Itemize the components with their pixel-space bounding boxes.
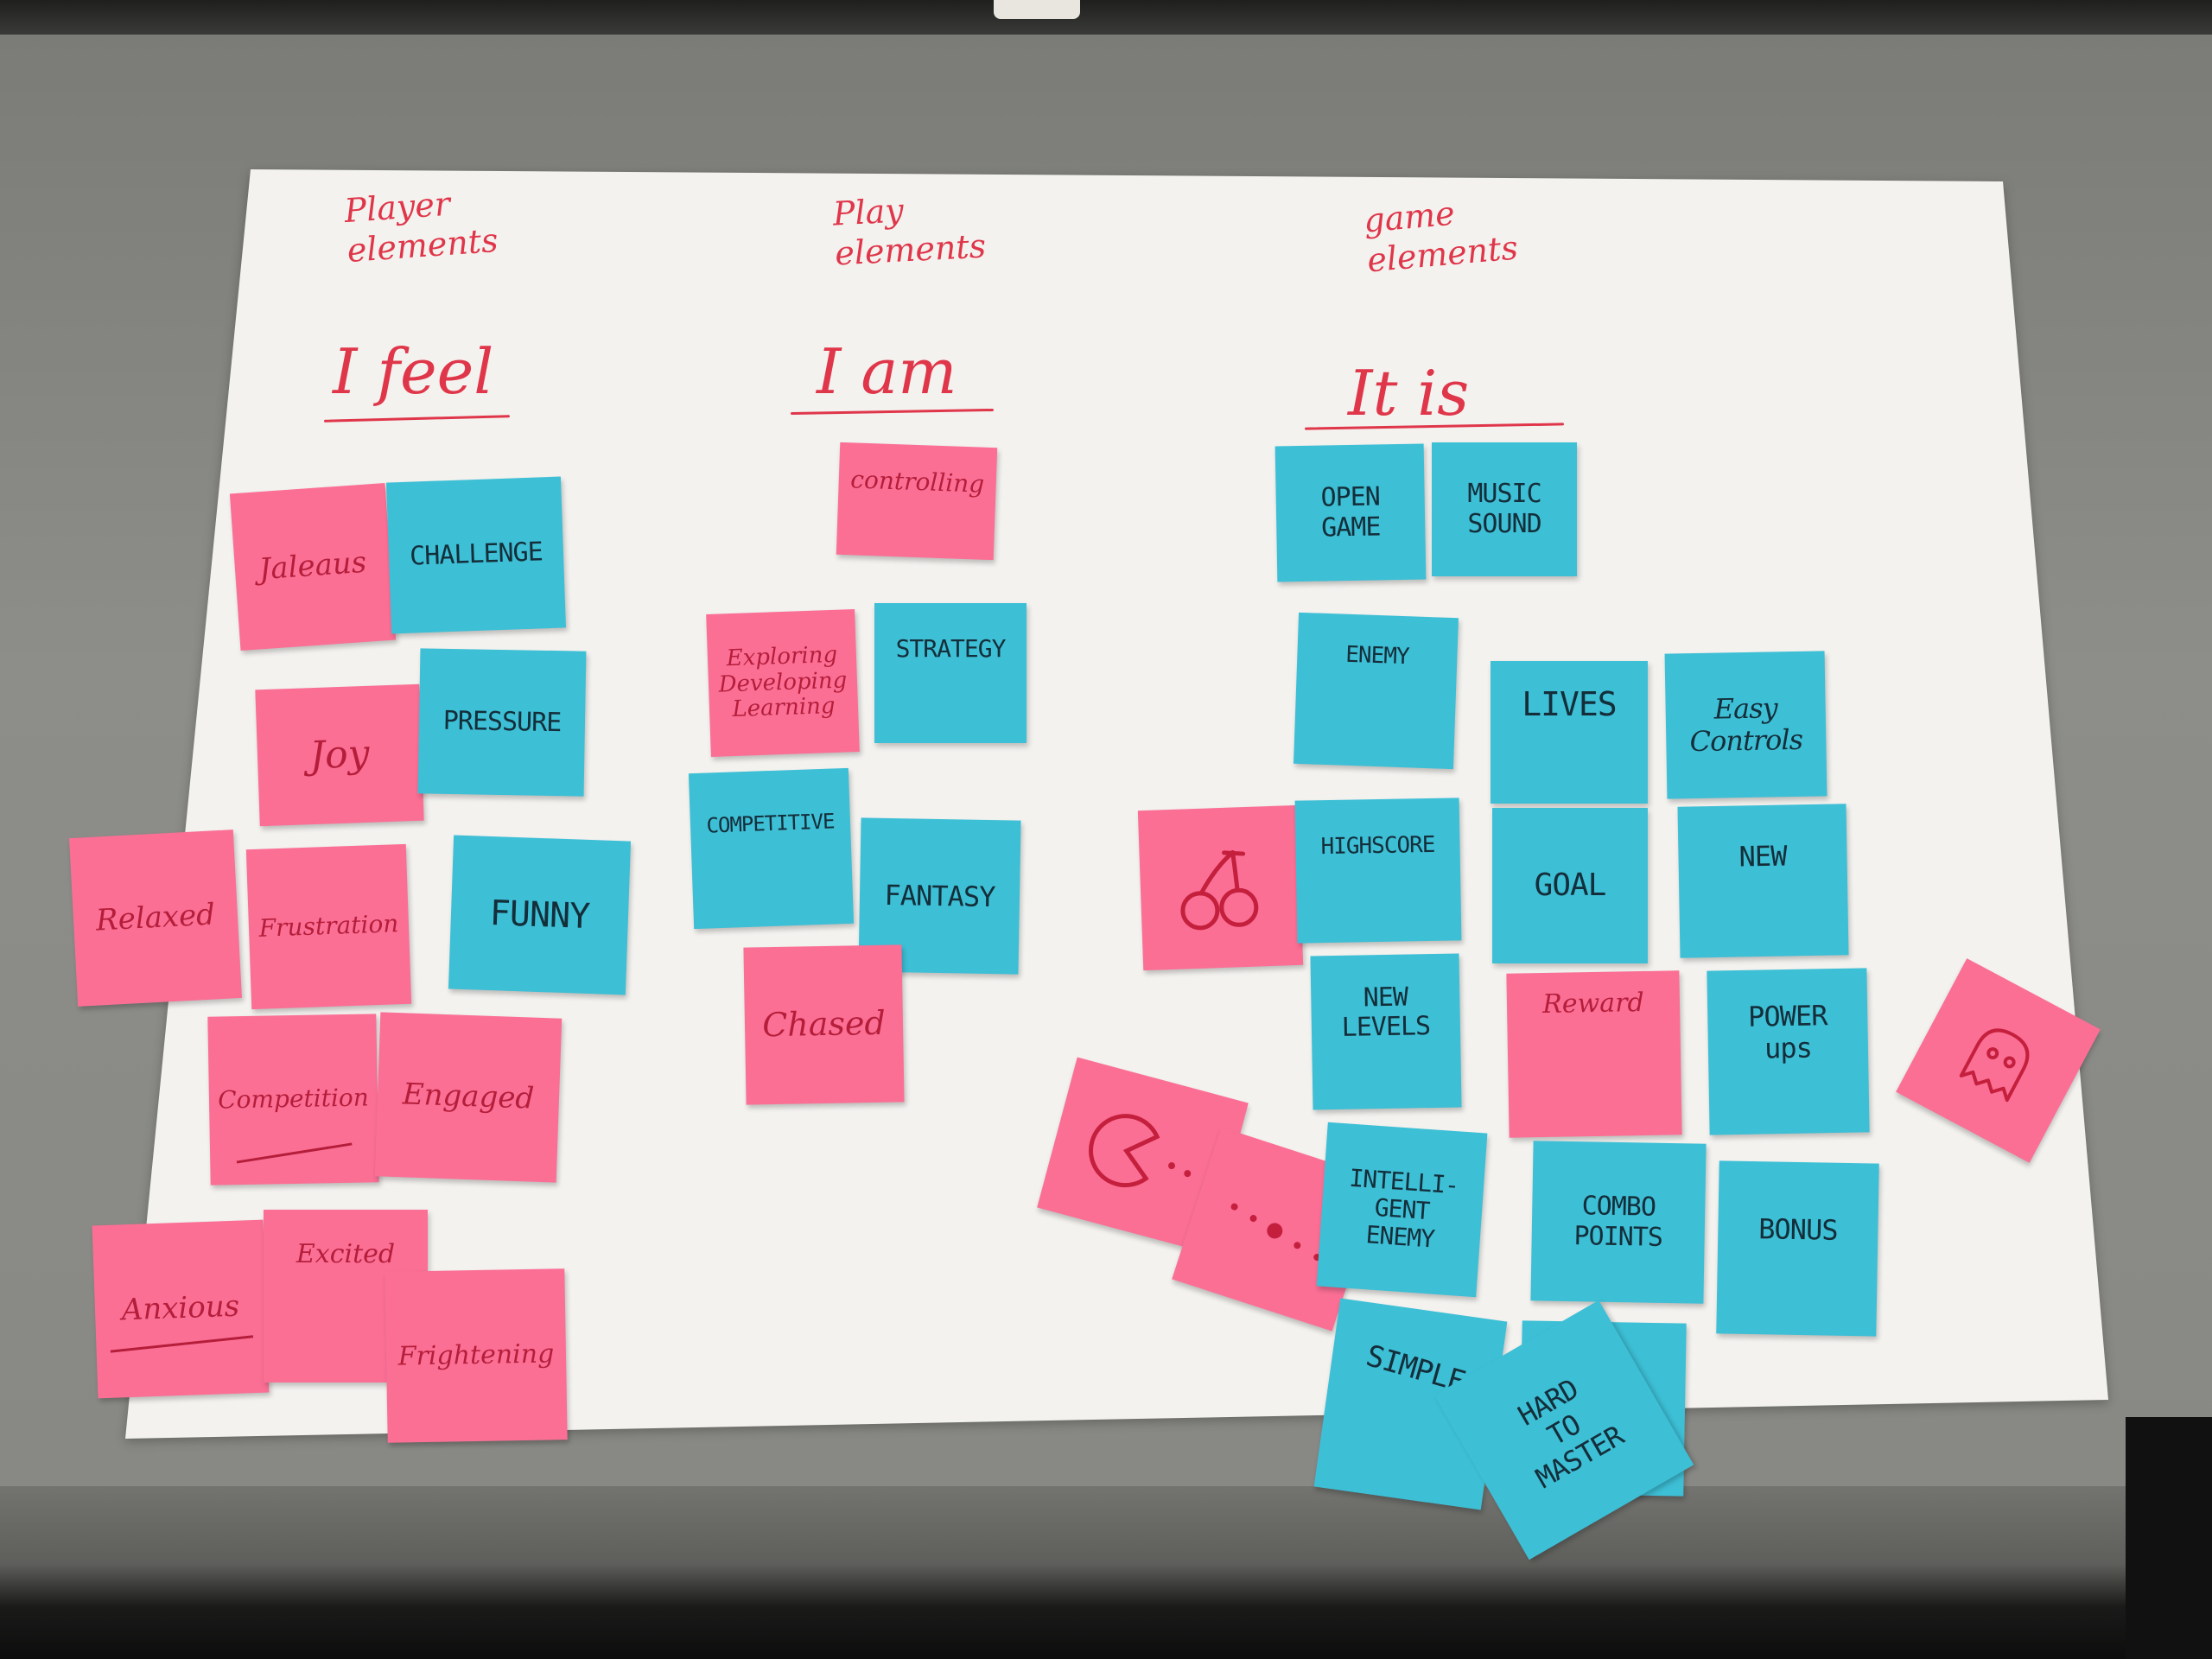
- sticky-note-goal: GOAL: [1492, 808, 1648, 963]
- player-elements-label: Player elements: [343, 184, 499, 270]
- heading-i-feel: I feel: [333, 335, 494, 408]
- sticky-note-controlling: controlling: [836, 442, 998, 561]
- sticky-note-lives: LIVES: [1491, 661, 1648, 804]
- table-gap: [2126, 1417, 2212, 1659]
- sticky-note-anxious: Anxious: [92, 1219, 270, 1399]
- sticky-note-power-ups: POWER ups: [1707, 968, 1870, 1135]
- sticky-note-challenge: CHALLENGE: [386, 476, 566, 634]
- sticky-note-open-game: OPEN GAME: [1274, 443, 1427, 582]
- sticky-note-cherry: [1137, 804, 1304, 971]
- sticky-note-new-levels: NEW LEVELS: [1310, 953, 1462, 1110]
- game-elements-label: game elements: [1362, 194, 1520, 280]
- pacman-icon: [1088, 1114, 1191, 1187]
- sticky-note-chased: Chased: [743, 944, 905, 1105]
- pellets-icon: [1230, 1202, 1320, 1261]
- sticky-note-easy-controls: Easy Controls: [1664, 651, 1827, 799]
- sticky-note-pacman: [1037, 1057, 1249, 1254]
- play-elements-label: Play elements: [831, 191, 988, 273]
- sticky-note-pressure: PRESSURE: [417, 648, 587, 797]
- sticky-note-ghost: [1896, 958, 2101, 1163]
- sticky-note-relaxed: Relaxed: [69, 830, 242, 1007]
- sticky-note-strategy: STRATEGY: [874, 603, 1027, 743]
- note-underline: [110, 1335, 254, 1353]
- sticky-note-highscore: HIGHSCORE: [1294, 798, 1462, 944]
- sticky-note-engaged: Engaged: [374, 1012, 563, 1183]
- sticky-note-music-sound: MUSIC SOUND: [1432, 442, 1577, 576]
- sticky-note-enemy: ENEMY: [1294, 612, 1459, 770]
- cherry-icon: [1179, 849, 1258, 930]
- heading-i-am: I am: [817, 335, 957, 408]
- crossed-out-word: [236, 1142, 353, 1164]
- sticky-note-jealous: Jaleaus: [229, 482, 397, 652]
- cup: [994, 0, 1080, 19]
- sticky-note-combo-points: COMBO POINTS: [1530, 1141, 1707, 1304]
- sticky-note-pellets: [1172, 1127, 1382, 1332]
- sticky-note-bonus: BONUS: [1716, 1160, 1879, 1337]
- wall-background: [0, 0, 2212, 35]
- sticky-note-competitive: COMPETITIVE: [688, 767, 855, 930]
- sticky-note-competition: Competition: [207, 1014, 379, 1185]
- sticky-note-frightening: Frightening: [385, 1268, 568, 1443]
- sticky-note-exploring: Exploring Developing Learning: [706, 609, 860, 757]
- heading-it-is: It is: [1348, 357, 1470, 429]
- ghost-icon: [1959, 1027, 2030, 1102]
- sticky-note-joy: Joy: [255, 683, 424, 827]
- sticky-note-new: NEW: [1677, 804, 1849, 958]
- sticky-note-funny: FUNNY: [448, 835, 632, 995]
- sticky-note-intelligent-enemy: INTELLI- GENT ENEMY: [1316, 1122, 1488, 1298]
- sticky-note-reward: Reward: [1506, 970, 1682, 1138]
- table-edge: [0, 1486, 2212, 1659]
- sticky-note-frustration: Frustration: [245, 843, 412, 1010]
